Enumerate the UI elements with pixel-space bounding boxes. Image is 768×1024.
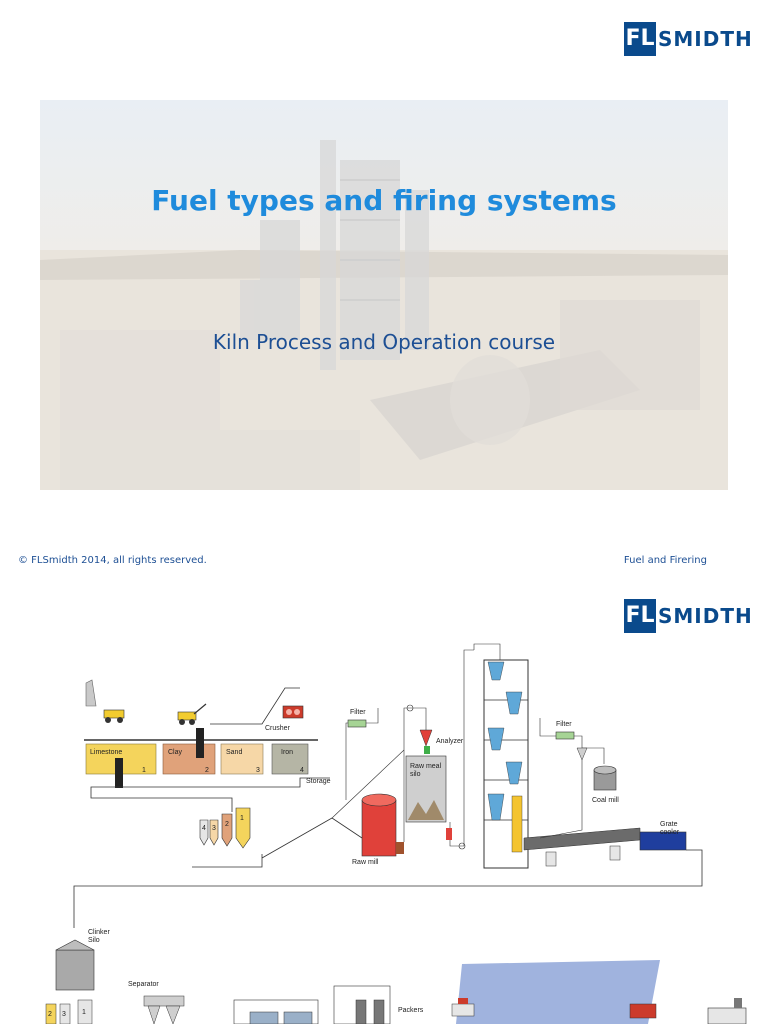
dosing-silos: 4 3 2 1	[199, 807, 251, 849]
svg-text:4: 4	[202, 825, 206, 832]
clinker-silo	[55, 939, 95, 991]
filter-icon	[347, 719, 367, 728]
cement-plant-photo: Fuel types and firing systems Kiln Proce…	[40, 100, 728, 490]
ship-icon	[451, 998, 475, 1017]
logo-fl-mark: FL	[624, 22, 656, 56]
packers-label: Packers	[398, 1007, 424, 1014]
svg-text:Iron: Iron	[281, 749, 293, 756]
grate-cooler-icon	[639, 831, 687, 851]
logo-fl-mark: FL	[624, 599, 656, 633]
clinker-silo-label-1: Clinker	[88, 929, 110, 936]
storage-label: Storage	[306, 778, 331, 785]
quarry-icon	[85, 679, 97, 707]
excavator-icon	[177, 703, 207, 725]
truck-icon	[629, 1003, 657, 1019]
clinker-silo-label-2: Silo	[88, 937, 100, 944]
coal-mill-label: Coal mill	[592, 797, 619, 804]
svg-text:Clay: Clay	[168, 749, 183, 756]
slide-title: Fuel types and firing systems	[151, 184, 617, 217]
svg-text:1: 1	[142, 767, 146, 774]
svg-text:1: 1	[82, 1009, 86, 1016]
flsmidth-logo: FL SMIDTH	[624, 599, 752, 633]
process-diagram-slide: FL SMIDTH Crusher Limestone 1	[0, 580, 768, 1024]
filter-icon	[555, 731, 575, 740]
cement-process-diagram: Crusher Limestone 1 Clay 2 Sand 3 Iron 4…	[45, 643, 747, 1024]
title-slide: FL SMIDTH Fuel ty	[18, 22, 752, 566]
analyzer-icon	[419, 729, 433, 747]
raw-mill-icon	[361, 793, 404, 857]
svg-text:silo: silo	[410, 771, 421, 778]
svg-text:2: 2	[205, 767, 209, 774]
logo-smidth-text: SMIDTH	[658, 604, 753, 628]
loading-station-icon	[707, 998, 747, 1024]
svg-text:Limestone: Limestone	[90, 749, 122, 756]
copyright-footer: © FLSmidth 2014, all rights reserved.	[18, 555, 207, 566]
svg-text:3: 3	[256, 767, 260, 774]
filter-label: Filter	[350, 709, 366, 716]
grate-cooler-label-1: Grate	[660, 821, 678, 828]
svg-text:Raw meal: Raw meal	[410, 763, 442, 770]
clay-bin: Clay 2	[162, 743, 216, 775]
separator-label: Separator	[128, 981, 159, 988]
packers-icon	[333, 985, 391, 1024]
logo-smidth-text: SMIDTH	[658, 27, 753, 51]
cement-silos	[233, 999, 319, 1024]
rotary-kiln	[523, 827, 641, 867]
analyzer-label: Analyzer	[436, 738, 464, 745]
iron-bin: Iron 4	[271, 743, 309, 775]
svg-text:2: 2	[48, 1011, 52, 1018]
svg-text:3: 3	[62, 1011, 66, 1018]
footer-topic: Fuel and Firering	[623, 555, 707, 566]
svg-text:1: 1	[240, 815, 244, 822]
crusher-label: Crusher	[265, 725, 291, 732]
svg-text:Sand: Sand	[226, 749, 242, 756]
cement-mill-bins: 2 3 1	[45, 999, 93, 1024]
plant-illustration	[40, 140, 728, 490]
slide-subtitle: Kiln Process and Operation course	[212, 330, 556, 354]
flsmidth-logo: FL SMIDTH	[624, 22, 752, 56]
sand-bin: Sand 3	[220, 743, 264, 775]
raw-mill-label: Raw mill	[352, 859, 379, 866]
dump-truck-icon	[103, 709, 125, 723]
crusher-icon	[282, 705, 304, 719]
grate-cooler-label-2: cooler	[660, 829, 680, 836]
filter-label: Filter	[556, 721, 572, 728]
raw-meal-silo: Raw meal silo	[405, 755, 447, 823]
coal-mill-icon	[593, 765, 617, 791]
svg-text:4: 4	[300, 767, 304, 774]
svg-text:2: 2	[225, 821, 229, 828]
preheater-tower	[483, 659, 529, 869]
separator-icon	[143, 995, 185, 1024]
sea-area	[456, 960, 660, 1024]
svg-text:3: 3	[212, 825, 216, 832]
